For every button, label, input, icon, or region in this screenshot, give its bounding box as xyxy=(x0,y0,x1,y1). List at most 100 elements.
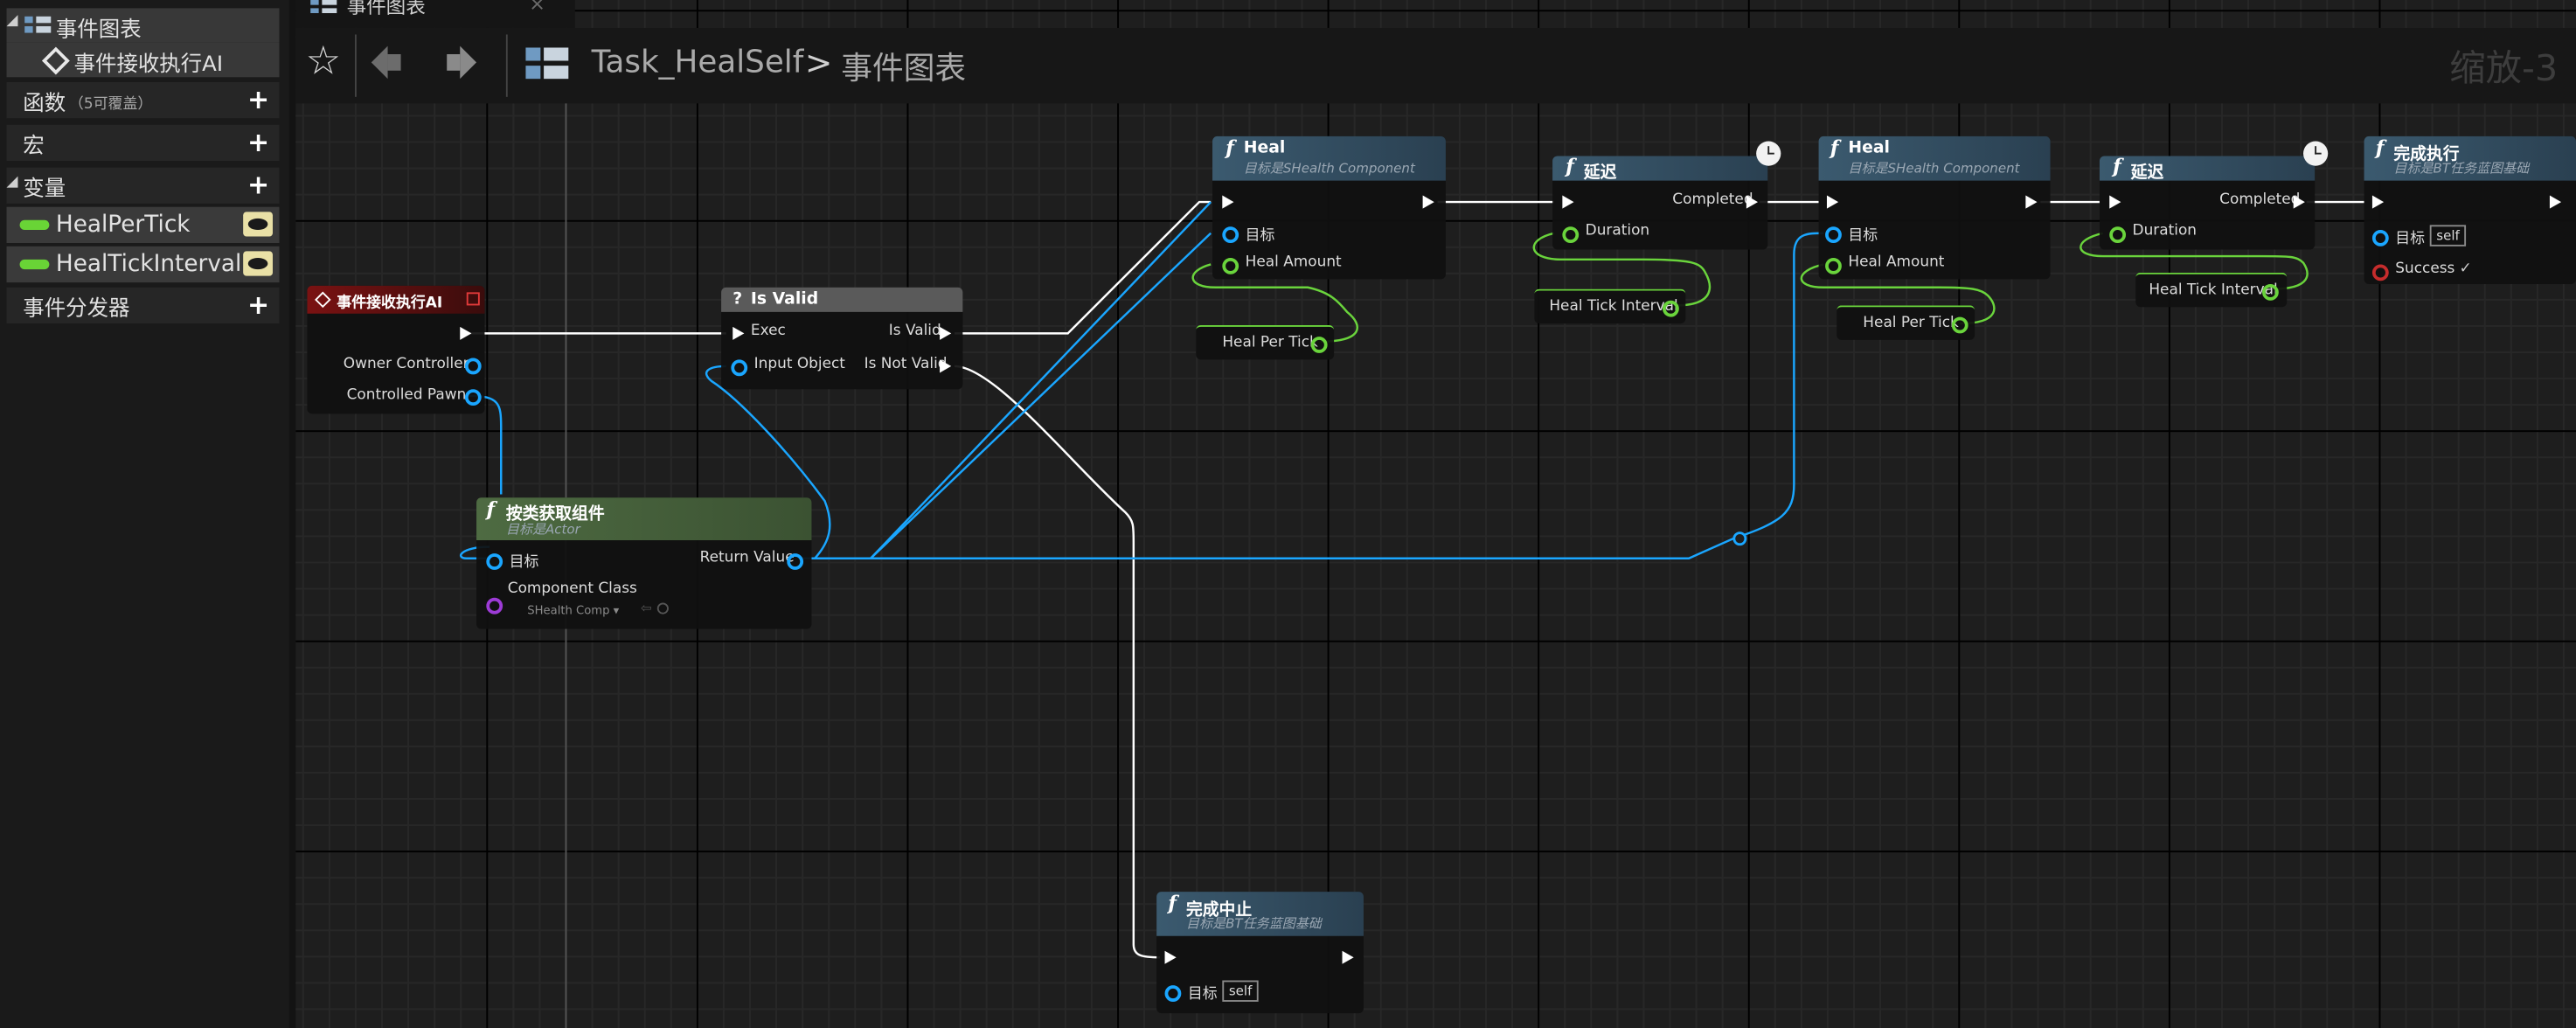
is-not-valid-exec-out-pin[interactable] xyxy=(940,359,952,373)
exec-in-pin[interactable] xyxy=(2371,195,2385,209)
node-header xyxy=(2099,156,2316,181)
target-pin[interactable] xyxy=(2371,230,2389,247)
pin-label-return-value: Return Value xyxy=(699,550,795,567)
add-macro-icon[interactable]: + xyxy=(247,126,270,158)
collapse-arrow-icon[interactable]: ◢ xyxy=(6,174,18,191)
input-object-pin[interactable] xyxy=(731,359,748,377)
node-finish-execute[interactable]: f 完成执行 目标是BT任务蓝图基础 目标 self Success ✓ xyxy=(2364,135,2576,284)
duration-pin[interactable] xyxy=(1562,226,1580,244)
node-get-component-by-class[interactable]: f 按类获取组件 目标是Actor 目标 Return Value Compon… xyxy=(476,497,812,629)
variable-item-healpertick[interactable]: HealPerTick xyxy=(6,206,280,244)
pin-label-controlled-pawn: Controlled Pawn xyxy=(346,387,467,405)
breadcrumb-root[interactable]: Task_HealSelf xyxy=(591,44,804,81)
node-title: 事件接收执行AI xyxy=(337,295,443,312)
return-value-pin[interactable] xyxy=(787,553,804,570)
node-heal-1[interactable]: f Heal 目标是SHealth Component 目标 Heal Amou… xyxy=(1212,135,1446,280)
pin-label-is-not-valid: Is Not Valid xyxy=(864,356,948,373)
float-out-pin[interactable] xyxy=(1951,316,1968,334)
back-arrow-icon[interactable] xyxy=(371,43,405,82)
pin-label-owner-controller: Owner Controller xyxy=(343,356,469,373)
target-self-value[interactable]: self xyxy=(1222,980,1259,1002)
exec-in-pin[interactable] xyxy=(1562,195,1574,209)
exec-in-pin[interactable] xyxy=(1164,950,1177,964)
node-delay-1[interactable]: f 延迟 Completed Duration xyxy=(1552,141,1781,250)
component-class-pin[interactable] xyxy=(486,597,503,615)
search-icon[interactable] xyxy=(656,602,669,615)
float-out-pin[interactable] xyxy=(1663,300,1679,317)
node-get-heal-per-tick-2[interactable]: Heal Per Tick xyxy=(1837,305,1975,340)
node-finish-abort[interactable]: f 完成中止 目标是BT任务蓝图基础 目标 self xyxy=(1156,892,1364,1014)
node-event-receive-execute-ai[interactable]: 事件接收执行AI Owner Controller Controlled Paw… xyxy=(307,285,485,414)
forward-arrow-icon[interactable] xyxy=(447,43,480,82)
target-pin[interactable] xyxy=(1222,226,1239,244)
exec-out-pin[interactable] xyxy=(2549,195,2562,209)
node-title: Is Valid xyxy=(750,290,819,309)
graphs-section-header[interactable]: ◢ 事件图表 xyxy=(6,8,280,43)
event-dispatchers-section-header[interactable]: 事件分发器 + xyxy=(6,287,280,324)
breadcrumb-leaf[interactable]: 事件图表 xyxy=(841,51,967,87)
target-pin[interactable] xyxy=(1164,985,1182,1002)
success-pin[interactable] xyxy=(2371,264,2389,281)
node-header xyxy=(307,285,485,314)
pin-label-target: 目标 xyxy=(1245,228,1275,245)
completed-exec-out-pin[interactable] xyxy=(1746,195,1759,209)
node-get-heal-tick-interval-2[interactable]: Heal Tick Interval xyxy=(2135,272,2288,308)
exec-out-pin[interactable] xyxy=(2025,195,2038,209)
node-get-heal-per-tick-1[interactable]: Heal Per Tick xyxy=(1196,324,1335,360)
node-heal-2[interactable]: f Heal 目标是SHealth Component 目标 Heal Amou… xyxy=(1818,135,2051,280)
node-title: 延迟 xyxy=(1583,163,1617,183)
variables-label: 变量 xyxy=(23,177,66,203)
heal-amount-pin[interactable] xyxy=(1825,257,1842,274)
visibility-eye-icon[interactable] xyxy=(243,251,273,276)
pin-label-heal-amount: Heal Amount xyxy=(1245,254,1342,271)
node-delay-2[interactable]: f 延迟 Completed Duration xyxy=(2099,141,2329,250)
controlled-pawn-pin[interactable] xyxy=(464,389,482,406)
favorite-star-icon[interactable]: ☆ xyxy=(305,38,342,84)
delegate-pin-icon[interactable] xyxy=(466,292,480,306)
variables-section-header[interactable]: ◢ 变量 + xyxy=(6,167,280,204)
variable-getter-label: Heal Tick Interval xyxy=(2149,282,2278,299)
float-out-pin[interactable] xyxy=(2262,283,2279,301)
pin-label-completed: Completed xyxy=(1672,191,1753,209)
graph-toolbar: ☆ Task_HealSelf > 事件图表 缩放-3 xyxy=(295,27,2576,104)
exec-out-pin[interactable] xyxy=(1422,195,1434,209)
add-dispatcher-icon[interactable]: + xyxy=(247,288,270,321)
exec-wire xyxy=(954,365,1160,959)
node-header xyxy=(721,287,963,312)
float-out-pin[interactable] xyxy=(1310,337,1328,353)
event-graph-icon xyxy=(24,16,52,35)
variable-item-healtickinterval[interactable]: HealTickInterval xyxy=(6,246,280,283)
exec-out-pin[interactable] xyxy=(460,326,472,340)
target-pin[interactable] xyxy=(1825,226,1842,244)
component-class-dropdown[interactable]: SHealth Comp ▾ xyxy=(527,604,620,618)
exec-out-pin[interactable] xyxy=(1342,950,1354,964)
pin-label-duration: Duration xyxy=(1585,223,1650,240)
event-graph-icon xyxy=(525,47,570,80)
exec-in-pin[interactable] xyxy=(1826,195,1839,209)
node-get-heal-tick-interval-1[interactable]: Heal Tick Interval xyxy=(1534,288,1686,324)
tab-event-graph[interactable]: 事件图表 × xyxy=(295,0,575,28)
exec-in-pin[interactable] xyxy=(733,326,745,340)
target-pin[interactable] xyxy=(486,553,503,570)
browse-arrow-icon[interactable]: ⇦ xyxy=(640,601,652,616)
duration-pin[interactable] xyxy=(2109,226,2127,244)
is-valid-exec-out-pin[interactable] xyxy=(940,326,952,340)
exec-in-pin[interactable] xyxy=(1222,195,1234,209)
visibility-eye-icon[interactable] xyxy=(243,212,273,237)
macros-section-header[interactable]: 宏 + xyxy=(6,124,280,162)
add-variable-icon[interactable]: + xyxy=(247,169,270,201)
owner-controller-pin[interactable] xyxy=(464,358,482,375)
graph-item-event-receive-execute-ai[interactable]: 事件接收执行AI xyxy=(6,42,280,78)
success-checkbox[interactable]: ✓ xyxy=(2459,260,2472,278)
graph-canvas[interactable]: 事件图表 × ☆ Task_HealSelf > 事 xyxy=(295,0,2576,1028)
node-is-valid[interactable]: ? Is Valid Exec Input Object Is Valid Is… xyxy=(721,287,963,390)
target-self-value[interactable]: self xyxy=(2429,225,2467,247)
completed-exec-out-pin[interactable] xyxy=(2293,195,2305,209)
variable-getter-label: Heal Per Tick xyxy=(1222,335,1318,352)
add-function-icon[interactable]: + xyxy=(247,83,270,115)
tab-close-icon[interactable]: × xyxy=(529,0,546,15)
functions-section-header[interactable]: 函数 （5可覆盖） + xyxy=(6,81,280,119)
collapse-arrow-icon[interactable]: ◢ xyxy=(6,13,18,30)
heal-amount-pin[interactable] xyxy=(1222,257,1239,274)
exec-in-pin[interactable] xyxy=(2109,195,2121,209)
